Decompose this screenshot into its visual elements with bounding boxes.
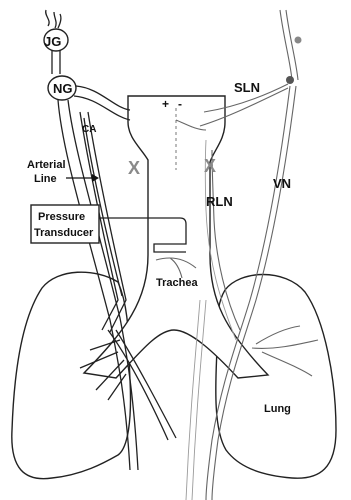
right-ganglion-1 bbox=[295, 37, 302, 44]
plus-sign: + bbox=[162, 97, 169, 111]
label-pressure-1: Pressure bbox=[38, 211, 85, 223]
label-arterial-1: Arterial bbox=[27, 159, 66, 171]
label-lung: Lung bbox=[264, 403, 291, 415]
trachea-lumen bbox=[149, 162, 209, 254]
sln-branch-left bbox=[74, 86, 130, 120]
label-vn: VN bbox=[273, 176, 291, 191]
label-trachea: Trachea bbox=[156, 277, 198, 289]
vagus-upper-right bbox=[280, 10, 298, 80]
label-ca: CA bbox=[82, 124, 96, 135]
vagus-upper-left bbox=[46, 10, 61, 28]
cut-mark-right: X bbox=[204, 156, 216, 176]
label-ng: NG bbox=[53, 81, 73, 96]
minus-sign: - bbox=[178, 97, 182, 111]
label-sln: SLN bbox=[234, 80, 260, 95]
label-rln: RLN bbox=[206, 194, 233, 209]
label-pressure-2: Transducer bbox=[34, 227, 94, 239]
label-arterial-2: Line bbox=[34, 173, 57, 185]
label-jg: JG bbox=[44, 34, 61, 49]
right-lung bbox=[216, 275, 336, 479]
cut-mark-left: X bbox=[128, 158, 140, 178]
vagus-jg-to-ng bbox=[52, 50, 60, 74]
right-ganglion-2 bbox=[286, 76, 294, 84]
